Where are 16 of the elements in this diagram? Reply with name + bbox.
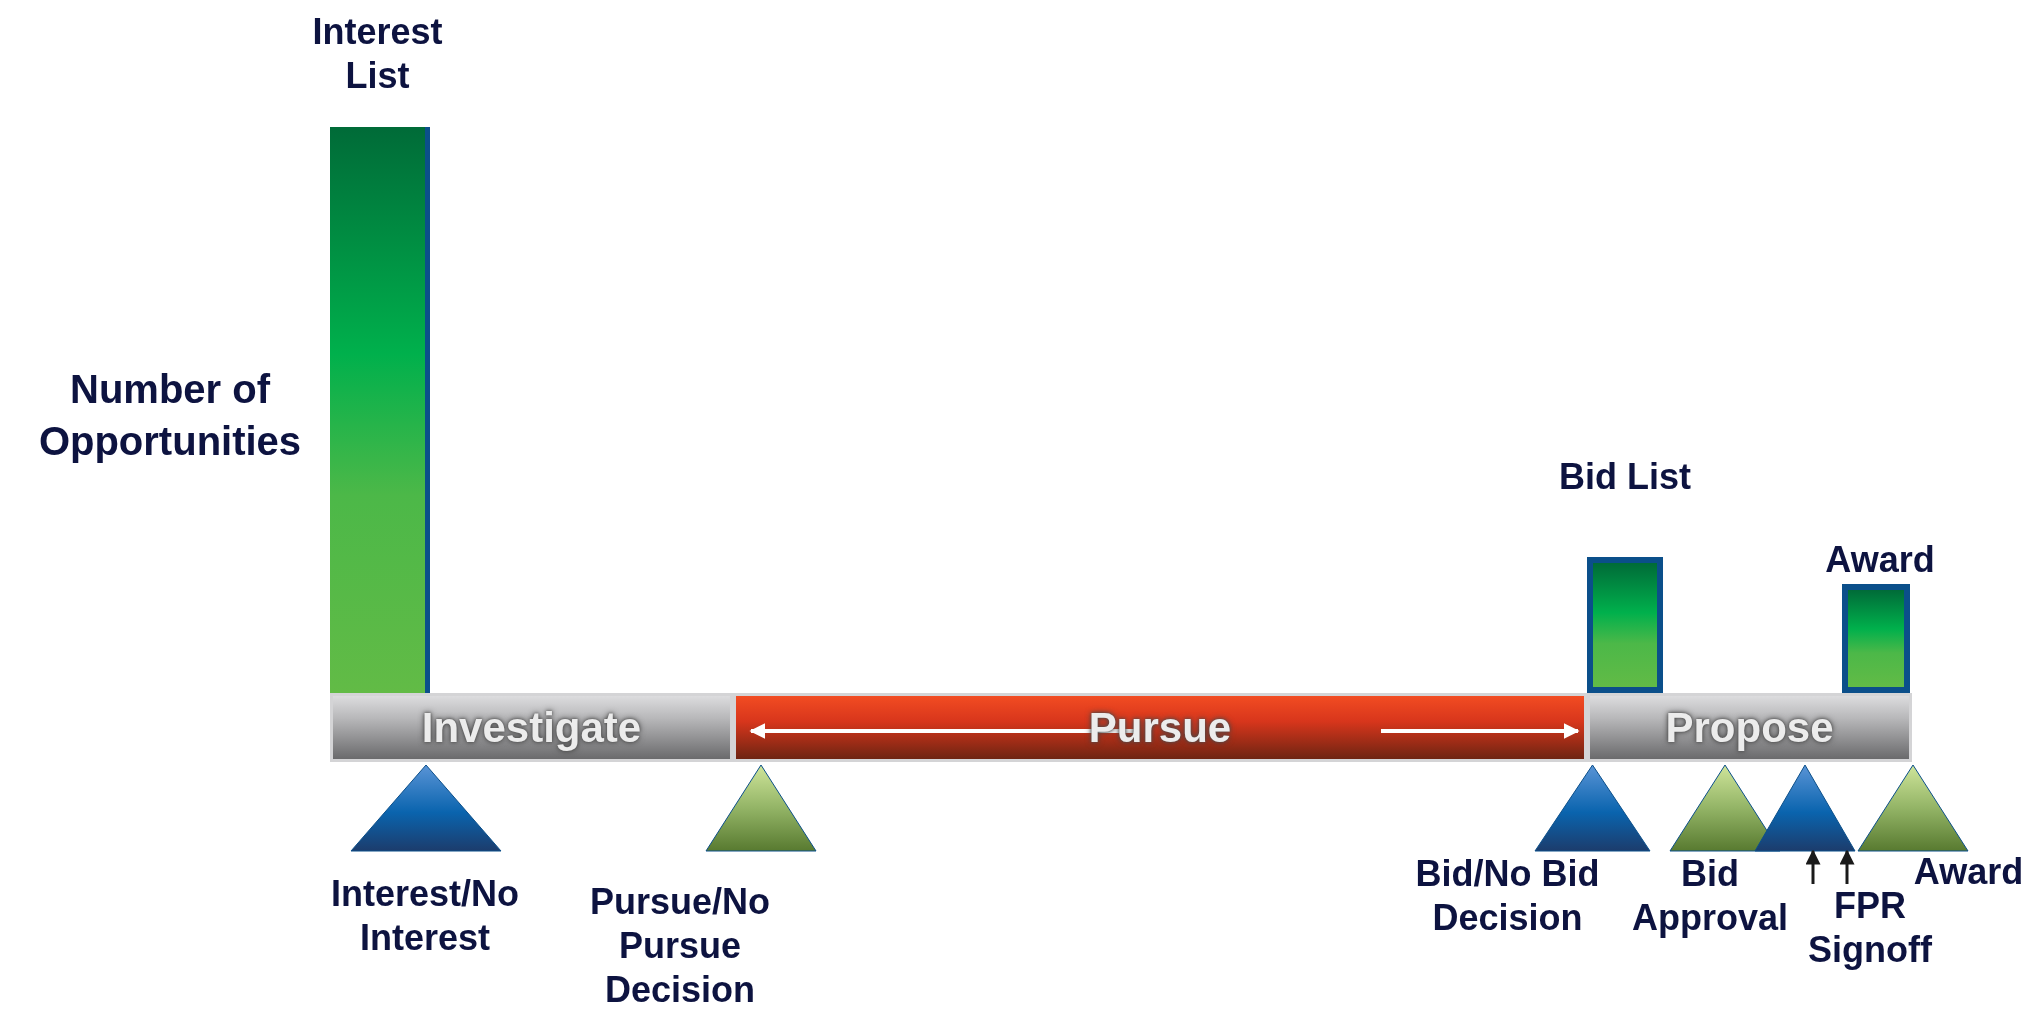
milestone-label: Interest/No Interest (329, 872, 520, 960)
phase-bar (330, 693, 733, 762)
phase-label: Investigate (421, 703, 642, 752)
milestone-label: Bid Approval (1631, 852, 1789, 940)
bar-label: Bid List (1559, 455, 1691, 499)
leader-arrow (1839, 849, 1855, 884)
phase-bar (733, 693, 1587, 762)
bar-label: Interest List (311, 10, 444, 98)
milestone-label: Bid/No Bid Decision (1414, 852, 1601, 940)
phase-label: Propose (1665, 703, 1834, 752)
bar-label: Award (1825, 538, 1935, 582)
axis-label: Number of Opportunities (37, 366, 303, 465)
phase-bar (1587, 693, 1912, 762)
milestone-label: Pursue/No Pursue Decision (588, 880, 771, 1012)
phase-label: Pursue (1088, 703, 1232, 752)
leader-arrow (1805, 849, 1821, 884)
